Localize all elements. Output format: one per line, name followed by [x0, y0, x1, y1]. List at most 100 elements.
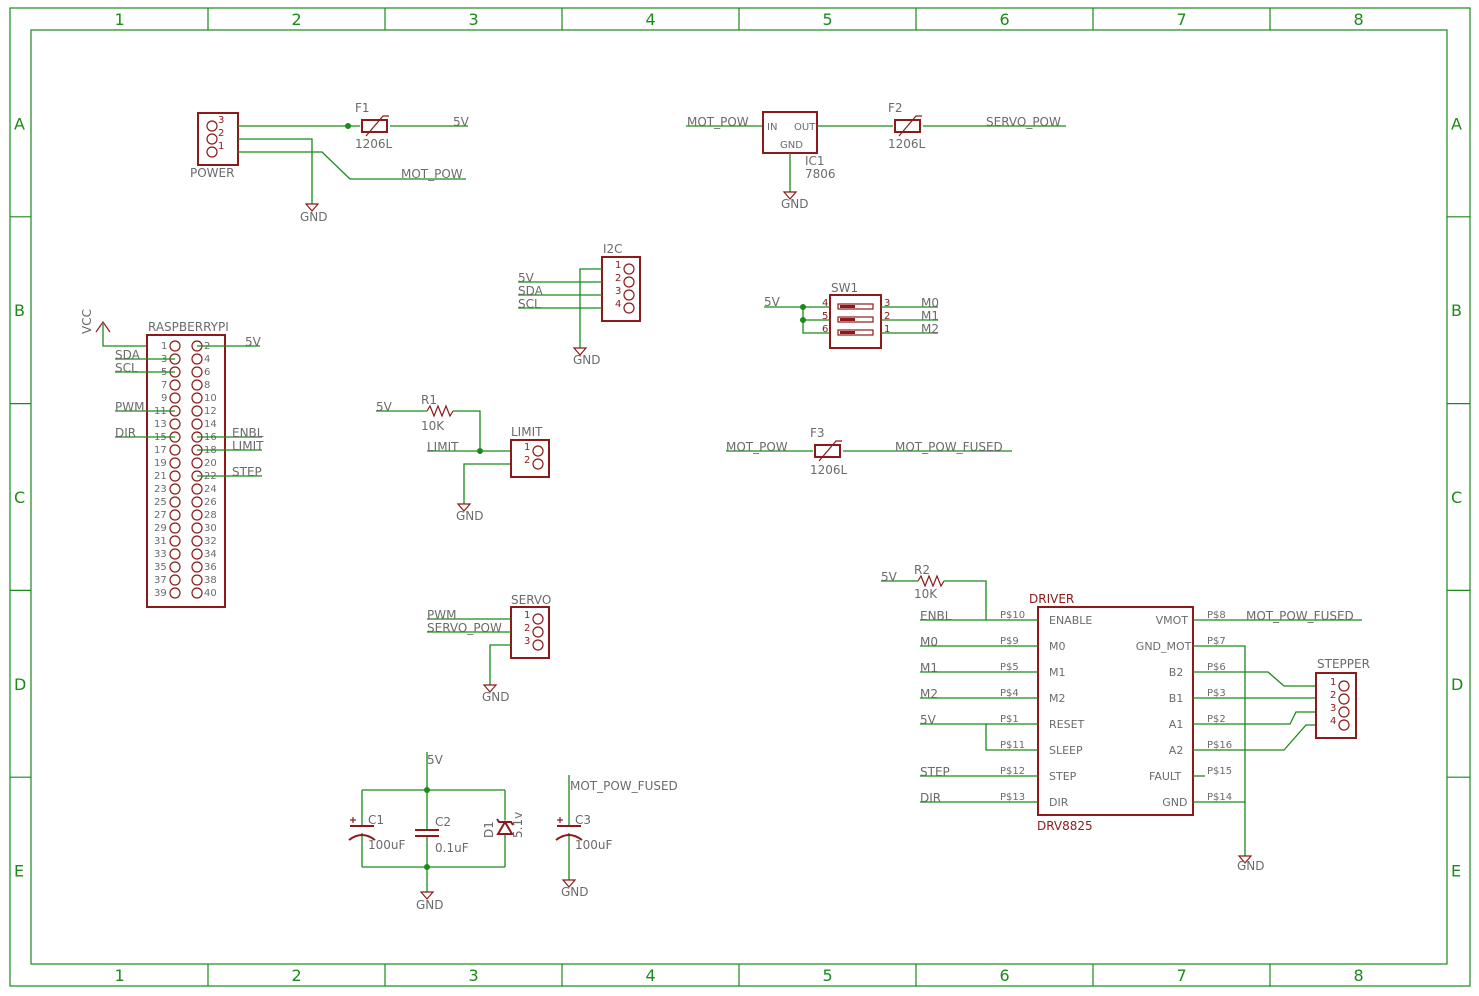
stepper-name: STEPPER [1317, 657, 1370, 671]
net-5v-top: 5V [453, 115, 470, 129]
rpi-pin-number: 28 [204, 510, 217, 521]
sw1-net-m1: M1 [921, 309, 939, 323]
servo-pin-3: 3 [524, 636, 530, 647]
gnd-symbol [304, 203, 320, 212]
f3-fuse-circuit: MOT_POW MOT_POW_FUSED F3 1206L [726, 426, 1012, 477]
c2-name: C2 [435, 815, 451, 829]
frame-row-label: C [14, 488, 25, 507]
rpi-pin-number: 19 [154, 458, 167, 469]
i2c-net-scl: SCL [518, 297, 541, 311]
frame-row-label: D [14, 675, 26, 694]
gnd-label: GND [416, 898, 444, 912]
rpi-pin [169, 379, 181, 391]
servo-net-pwm: PWM [427, 608, 456, 622]
sw1-dip-switch: SW1 4 5 6 3 2 1 5V M0 M1 M2 [764, 281, 939, 349]
gnd-label: GND [300, 210, 328, 224]
sw1-name: SW1 [831, 281, 858, 295]
rpi-pin-number: 12 [204, 406, 217, 417]
rpi-net-dir: DIR [115, 426, 136, 440]
sw1-net-m0: M0 [921, 296, 939, 310]
driver-pin-label: FAULT [1149, 770, 1182, 783]
ic1-name: IC1 [805, 154, 825, 168]
net-mot-pow-ic1: MOT_POW [687, 115, 749, 129]
driver-pin-label: M2 [1049, 692, 1066, 705]
rpi-pin [169, 496, 181, 508]
frame-column-label: 1 [115, 10, 125, 29]
stepper-connector: STEPPER 1 2 3 4 [1315, 657, 1370, 739]
driver-pin-number: P$3 [1207, 688, 1226, 699]
rpi-pin [169, 587, 181, 599]
f1-name: F1 [355, 101, 370, 115]
rpi-pin [169, 548, 181, 560]
frame-column-label: 8 [1354, 966, 1364, 985]
rpi-pin-number: 34 [204, 549, 217, 560]
rpi-pin [191, 353, 203, 365]
driver-pin-number: P$11 [1000, 740, 1025, 751]
ic1-in-label: IN [767, 122, 777, 133]
rpi-pin [191, 366, 203, 378]
c1-name: C1 [368, 813, 384, 827]
frame-column-label: 3 [469, 10, 479, 29]
servo-pin-2: 2 [524, 623, 530, 634]
power-pin-2: 2 [218, 128, 224, 139]
driver-pin-label: STEP [1049, 770, 1077, 783]
f1-fuse: F1 1206L [355, 101, 393, 151]
rpi-pin-number: 31 [154, 536, 167, 547]
ic1-gnd-label: GND [780, 140, 803, 151]
rpi-pin-number: 25 [154, 497, 167, 508]
i2c-pin-4: 4 [615, 299, 621, 310]
gnd-label: GND [781, 197, 809, 211]
rpi-pin-number: 32 [204, 536, 217, 547]
frame-column-label: 5 [823, 10, 833, 29]
drv-net-enbl: ENBL [920, 609, 952, 623]
servo-name: SERVO [511, 593, 551, 607]
rpi-pin-number: 39 [154, 588, 167, 599]
i2c-name: I2C [603, 242, 623, 256]
power-wires [238, 123, 468, 204]
rpi-pin-number: 40 [204, 588, 217, 599]
rpi-pin-number: 6 [204, 367, 210, 378]
r1-name: R1 [421, 393, 437, 407]
rpi-pin [191, 587, 203, 599]
frame-column-label: 1 [115, 966, 125, 985]
drv-net-5v: 5V [920, 713, 937, 727]
c1-value: 100uF [368, 838, 406, 852]
rpi-pin [169, 340, 181, 352]
rpi-pin-number: 35 [154, 562, 167, 573]
driver-name: DRIVER [1029, 592, 1074, 606]
rpi-net-scl: SCL [115, 361, 138, 375]
r2-name: R2 [914, 563, 930, 577]
rpi-pin [191, 496, 203, 508]
ic1-value: 7806 [805, 167, 836, 181]
r1-limit-circuit: GND 5V LIMIT R1 10K LIMIT 1 2 [376, 393, 550, 523]
frame-row-label: E [1451, 862, 1461, 881]
driver-pin-number: P$4 [1000, 688, 1019, 699]
rpi-pin-number: 23 [154, 484, 167, 495]
c3-net-mot-pow-fused: MOT_POW_FUSED [570, 779, 678, 793]
rpi-net-5v: 5V [245, 335, 262, 349]
frame-column-label: 5 [823, 966, 833, 985]
driver-pin-number: P$7 [1207, 636, 1226, 647]
driver-pin-number: P$1 [1000, 714, 1019, 725]
sw1-pin-6: 6 [822, 324, 828, 335]
rpi-pin [169, 535, 181, 547]
stepper-pin-4: 4 [1330, 716, 1336, 727]
d1-value: 5.1v [511, 812, 525, 838]
rpi-pin [191, 561, 203, 573]
driver-pin-number: P$10 [1000, 610, 1025, 621]
gnd-label: GND [573, 353, 601, 367]
rpi-pin [191, 522, 203, 534]
driver-pin-label: VMOT [1156, 614, 1189, 627]
sw1-pin-5: 5 [822, 311, 828, 322]
rpi-pin [169, 509, 181, 521]
rpi-pin [169, 457, 181, 469]
drv-net-mot-pow-fused: MOT_POW_FUSED [1246, 609, 1354, 623]
rpi-pin [191, 574, 203, 586]
sw1-pin-2: 2 [884, 311, 890, 322]
gnd-label: GND [561, 885, 589, 899]
i2c-pin-3: 3 [615, 286, 621, 297]
driver-pin-number: P$13 [1000, 792, 1025, 803]
driver-pin-label: B2 [1169, 666, 1184, 679]
